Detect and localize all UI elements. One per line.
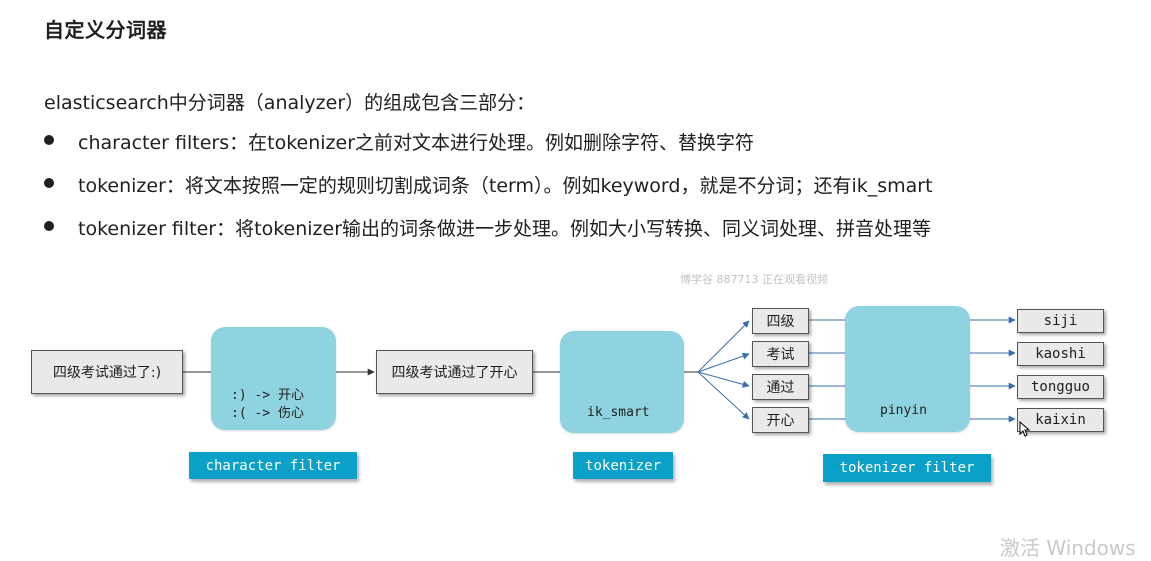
- bullet-item: character filters：在tokenizer之前对文本进行处理。例如…: [44, 128, 933, 171]
- char-filter-rule: :) -> 开心: [231, 388, 304, 403]
- intermediate-text-box: 四级考试通过了开心: [376, 350, 533, 394]
- arrow-to-token-3: [697, 371, 750, 388]
- token-box: 开心: [752, 407, 809, 433]
- char-filter-block: [211, 327, 336, 430]
- token-box: 考试: [752, 341, 809, 367]
- bullet-item: tokenizer filter：将tokenizer输出的词条做进一步处理。例…: [44, 214, 933, 257]
- output-box: tongguo: [1017, 375, 1104, 399]
- arrow-to-token-2: [697, 352, 750, 373]
- input-text-box: 四级考试通过了:): [31, 350, 183, 394]
- output-box: kaixin: [1017, 408, 1104, 432]
- bullet-dot: [44, 221, 54, 231]
- arrow-to-token-1: [697, 320, 750, 373]
- analyzer-diagram: 四级考试通过了:) :) -> 开心 :( -> 伤心 character fi…: [31, 306, 1104, 482]
- page-title: 自定义分词器: [44, 18, 167, 42]
- token-filter-name: pinyin: [880, 403, 927, 418]
- arrow-to-token-4: [697, 371, 750, 420]
- token-box: 通过: [752, 374, 809, 400]
- char-filter-label: character filter: [189, 452, 357, 479]
- output-box: siji: [1017, 309, 1104, 333]
- bullet-dot: [44, 135, 54, 145]
- bullet-item: tokenizer：将文本按照一定的规则切割成词条（term）。例如keywor…: [44, 171, 933, 214]
- output-box: kaoshi: [1017, 342, 1104, 366]
- bullet-text: tokenizer：将文本按照一定的规则切割成词条（term）。例如keywor…: [78, 175, 933, 197]
- tokenizer-block: [560, 331, 684, 433]
- tokenizer-label: tokenizer: [573, 452, 673, 479]
- char-filter-rule: :( -> 伤心: [231, 406, 304, 421]
- bullet-text: tokenizer filter：将tokenizer输出的词条做进一步处理。例…: [78, 218, 932, 240]
- viewer-watermark: 博学谷 887713 正在观看视频: [680, 273, 828, 286]
- intro-text: elasticsearch中分词器（analyzer）的组成包含三部分：: [44, 92, 536, 114]
- mouse-cursor-icon: [1019, 421, 1031, 437]
- tokenizer-name: ik_smart: [587, 405, 650, 420]
- token-box: 四级: [752, 308, 809, 334]
- bullet-text: character filters：在tokenizer之前对文本进行处理。例如…: [78, 132, 755, 154]
- bullet-dot: [44, 178, 54, 188]
- token-filter-block: [845, 306, 970, 432]
- token-filter-label: tokenizer filter: [823, 454, 991, 482]
- bullet-list: character filters：在tokenizer之前对文本进行处理。例如…: [44, 128, 933, 257]
